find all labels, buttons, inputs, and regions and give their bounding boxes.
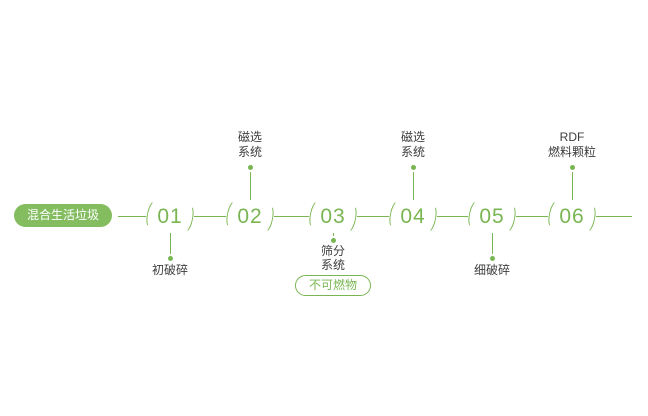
step-node-03: 03: [307, 199, 359, 234]
step-number-06: 06: [559, 204, 585, 228]
step-node-01: 01: [144, 199, 196, 234]
step-label-06-line2: 燃料颗粒: [547, 145, 596, 159]
step-number-01: 01: [157, 204, 183, 228]
non-combustible-tag: 不可燃物: [294, 275, 372, 296]
connector-dot-01: [168, 256, 173, 261]
step-label-04-line1: 磁选: [400, 130, 425, 144]
step-node-02: 02: [224, 199, 276, 234]
connector-dot-06: [570, 165, 575, 170]
step-number-04: 04: [400, 204, 426, 228]
connector-dot-03: [331, 238, 336, 243]
step-label-03-line2: 系统: [320, 258, 345, 272]
connector-line-05: [492, 232, 493, 254]
step-node-05: 05: [466, 199, 518, 234]
step-label-03: 筛分 系统: [283, 244, 383, 272]
timeline-line: [118, 216, 632, 217]
connector-dot-02: [248, 165, 253, 170]
step-label-01: 初破碎: [120, 263, 220, 278]
step-node-06: 06: [546, 199, 598, 234]
step-number-03: 03: [320, 204, 346, 228]
connector-dot-05: [490, 256, 495, 261]
start-pill: 混合生活垃圾: [14, 204, 113, 227]
step-label-04-line2: 系统: [400, 145, 425, 159]
step-label-03-line1: 筛分: [320, 244, 345, 258]
step-label-02-line1: 磁选: [237, 130, 262, 144]
connector-line-02: [250, 172, 251, 200]
connector-dot-04: [411, 165, 416, 170]
step-label-05-line1: 细破碎: [473, 263, 510, 277]
step-number-02: 02: [237, 204, 263, 228]
step-label-01-line1: 初破碎: [151, 263, 188, 277]
connector-line-01: [170, 232, 171, 254]
connector-line-06: [572, 172, 573, 200]
step-label-02: 磁选 系统: [200, 130, 300, 160]
step-label-06: RDF 燃料颗粒: [522, 130, 622, 160]
step-label-06-line1: RDF: [559, 130, 585, 144]
step-node-04: 04: [387, 199, 439, 234]
step-label-05: 细破碎: [442, 263, 542, 278]
step-number-05: 05: [479, 204, 505, 228]
step-label-04: 磁选 系统: [363, 130, 463, 160]
connector-line-04: [413, 172, 414, 200]
connector-line-03: [333, 230, 334, 236]
step-label-02-line2: 系统: [237, 145, 262, 159]
